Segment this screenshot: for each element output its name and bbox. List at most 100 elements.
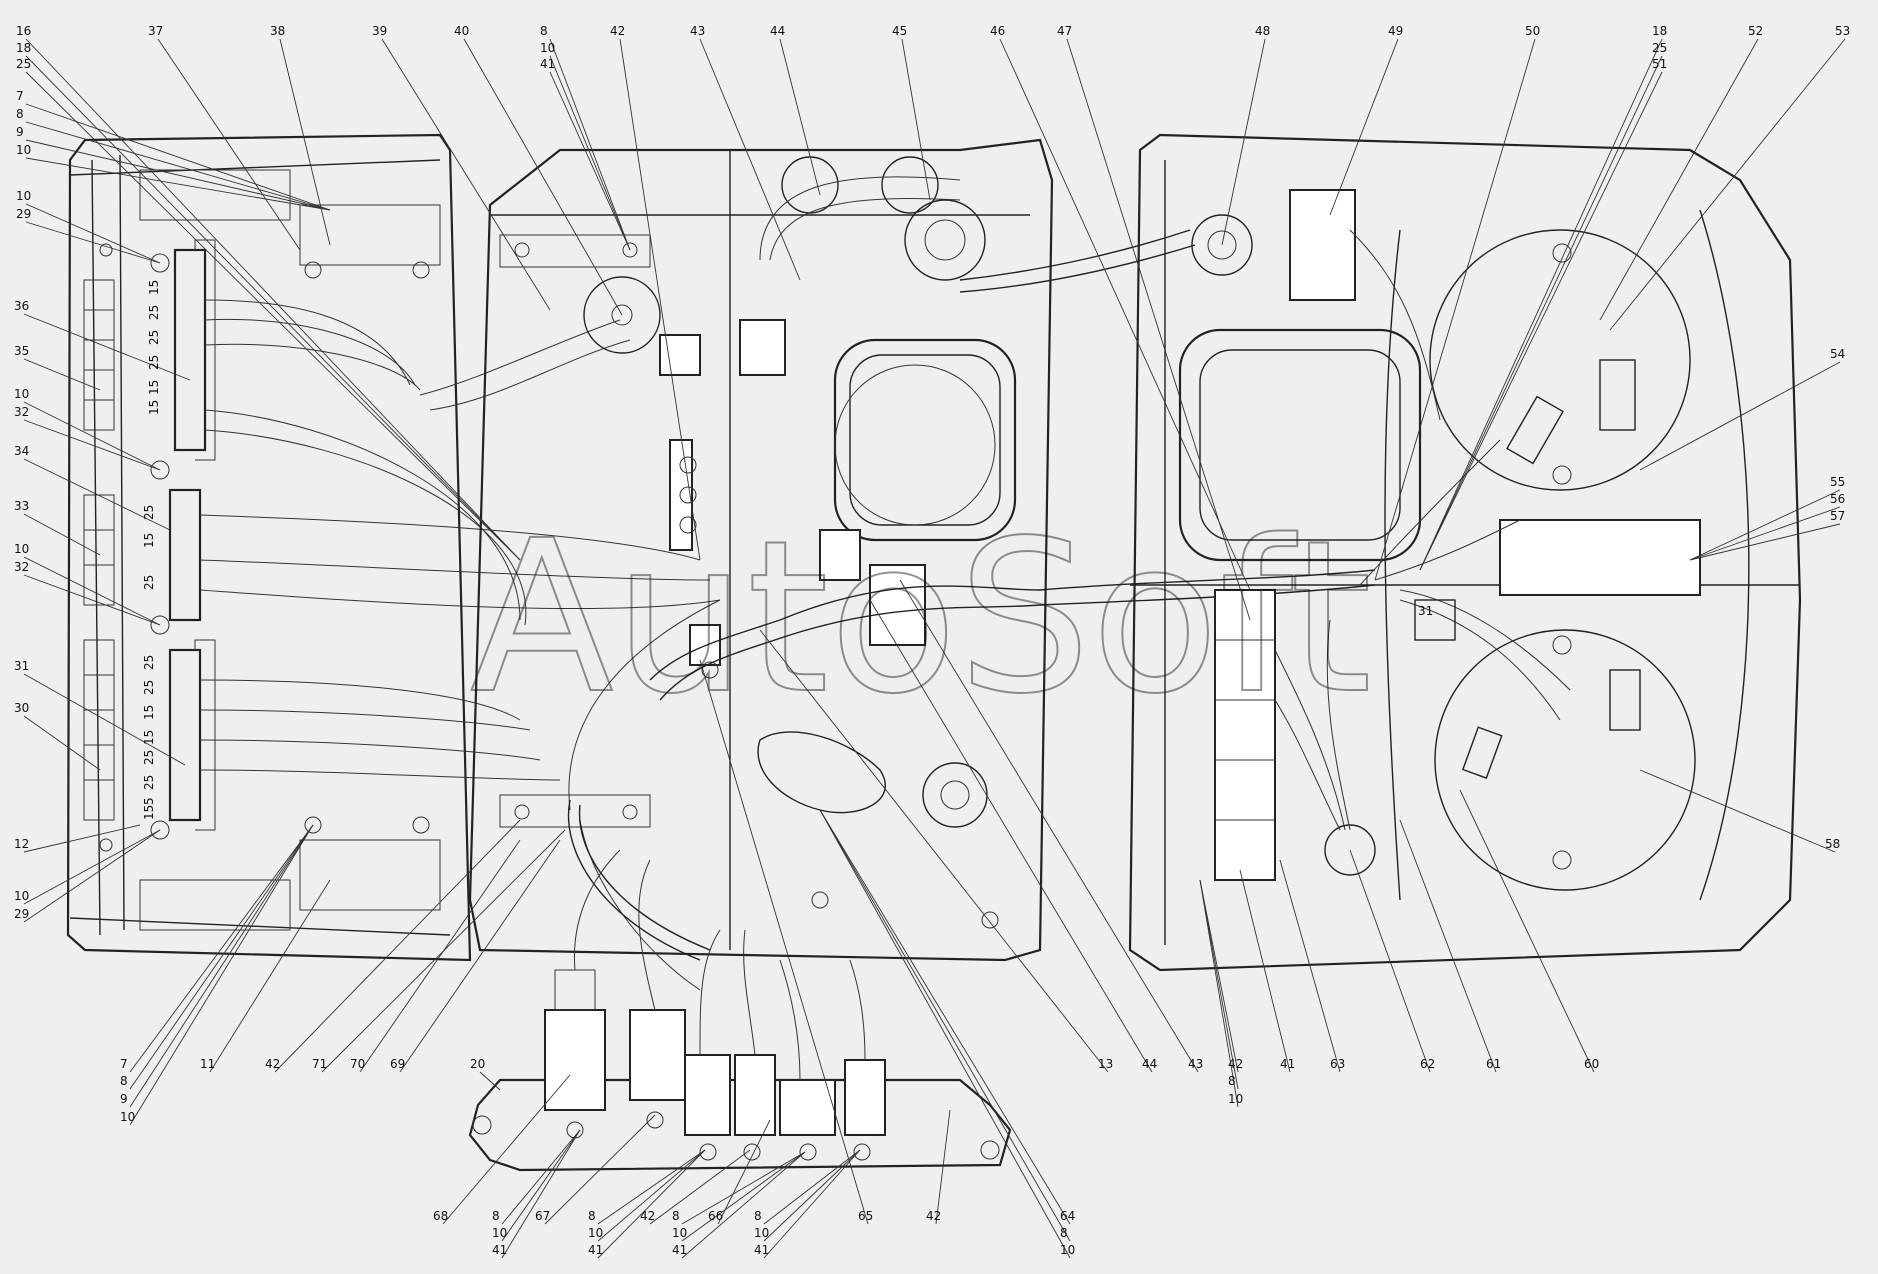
bottom-leader-67	[544, 1114, 656, 1225]
left-callout-34: 34	[14, 444, 29, 458]
connector-pin-15: 15	[142, 805, 156, 820]
top-leader-51	[1419, 71, 1663, 571]
right-callout-56: 56	[1830, 492, 1845, 506]
top-leader-39	[381, 38, 551, 311]
top-callout-40: 40	[454, 24, 469, 38]
bottom-leader-42	[935, 1109, 951, 1225]
top-leader-18	[25, 55, 521, 561]
bottom-leader-8	[763, 1149, 861, 1225]
left-leader-34	[23, 458, 171, 531]
bottom-callout-41: 41	[1280, 1057, 1295, 1071]
top-callout-49: 49	[1388, 24, 1403, 38]
bottom-leader-44	[869, 599, 1153, 1073]
right-callout-57: 57	[1830, 509, 1845, 523]
left-callout-7: 7	[16, 89, 24, 103]
left-callout-10: 10	[14, 542, 29, 556]
bottom-callout-10: 10	[120, 1110, 135, 1124]
top-leader-47	[1066, 38, 1251, 621]
bottom-callout-7: 7	[120, 1057, 128, 1071]
left-callout-30: 30	[14, 701, 29, 715]
bottom-leader-65	[699, 659, 869, 1225]
bottom-leader-8	[129, 824, 314, 1090]
right-leader-55	[1689, 489, 1841, 561]
bottom-callout-20: 20	[470, 1057, 485, 1071]
bottom-callout-8: 8	[672, 1209, 680, 1223]
top-leader-46	[999, 38, 1251, 591]
bottom-callout-41: 41	[588, 1243, 603, 1257]
right-callout-54: 54	[1830, 347, 1845, 361]
left-callout-8: 8	[16, 107, 24, 121]
top-leader-25	[1419, 55, 1663, 571]
connector-pin-15: 15	[147, 380, 161, 395]
bottom-leader-7	[129, 824, 314, 1073]
left-leader-36	[23, 313, 191, 381]
bottom-callout-10: 10	[672, 1226, 687, 1240]
top-leader-18	[1419, 38, 1663, 571]
top-leader-42	[619, 38, 701, 561]
bottom-leader-66	[717, 1119, 771, 1225]
right-leader-58	[1639, 769, 1836, 853]
left-callout-10: 10	[14, 889, 29, 903]
bottom-callout-71: 71	[312, 1057, 327, 1071]
bottom-leader-41	[597, 1149, 706, 1259]
top-leader-37	[157, 38, 301, 251]
bottom-callout-10: 10	[1060, 1243, 1075, 1257]
top-leader-50	[1374, 38, 1536, 581]
top-callout-38: 38	[270, 24, 285, 38]
bottom-callout-41: 41	[492, 1243, 507, 1257]
bottom-leader-8	[819, 809, 1071, 1242]
top-callout-53: 53	[1835, 24, 1850, 38]
bottom-leader-10	[763, 1149, 861, 1242]
top-callout-37: 37	[148, 24, 163, 38]
bottom-leader-68	[442, 1074, 571, 1225]
left-callout-29: 29	[14, 907, 29, 921]
bottom-callout-8: 8	[754, 1209, 762, 1223]
top-callout-18: 18	[16, 41, 31, 55]
bottom-leader-43	[899, 579, 1199, 1073]
left-leader-8	[25, 121, 331, 211]
bottom-leader-10	[597, 1149, 706, 1242]
center-panel	[468, 138, 1376, 991]
left-callout-12: 12	[14, 837, 29, 851]
left-leader-29	[25, 221, 161, 264]
top-leader-43	[699, 38, 801, 281]
top-callout-51: 51	[1652, 57, 1667, 71]
top-leader-53	[1609, 38, 1846, 331]
bottom-leader-13	[759, 629, 1109, 1073]
bottom-leader-10	[129, 824, 314, 1126]
bottom-leader-8	[597, 1149, 706, 1225]
callout-leaders	[23, 38, 1846, 1259]
left-leader-29	[23, 829, 161, 923]
bottom-leader-11	[209, 879, 331, 1073]
top-callout-25: 25	[16, 57, 31, 71]
connector-pin-15: 15	[142, 533, 156, 548]
connector-pin-25: 25	[147, 305, 161, 320]
right-leader-56	[1689, 506, 1841, 561]
right-leader-54	[1639, 361, 1841, 471]
top-callout-44: 44	[770, 24, 785, 38]
top-callout-39: 39	[372, 24, 387, 38]
bottom-callout-43: 43	[1188, 1057, 1203, 1071]
bottom-leader-9	[129, 824, 314, 1108]
bottom-callout-8: 8	[120, 1074, 128, 1088]
top-leader-41	[549, 71, 631, 251]
bottom-callout-41: 41	[672, 1243, 687, 1257]
left-leader-33	[23, 513, 101, 556]
left-callout-33: 33	[14, 499, 29, 513]
bottom-callout-63: 63	[1330, 1057, 1345, 1071]
connector-pin-25: 25	[142, 505, 156, 520]
bottom-callout-11: 11	[200, 1057, 215, 1071]
left-leader-10	[23, 829, 161, 905]
bottom-callout-10: 10	[492, 1226, 507, 1240]
bottom-callout-60: 60	[1584, 1057, 1599, 1071]
top-leader-44	[779, 38, 821, 196]
top-callout-46: 46	[990, 24, 1005, 38]
bottom-leader-10	[681, 1151, 806, 1242]
bottom-leader-62	[1349, 849, 1431, 1073]
connector-pin-25: 25	[147, 330, 161, 345]
bottom-callout-42: 42	[926, 1209, 941, 1223]
top-leader-38	[279, 38, 331, 246]
left-leader-10	[25, 157, 331, 211]
connector-pin-25: 25	[142, 750, 156, 765]
